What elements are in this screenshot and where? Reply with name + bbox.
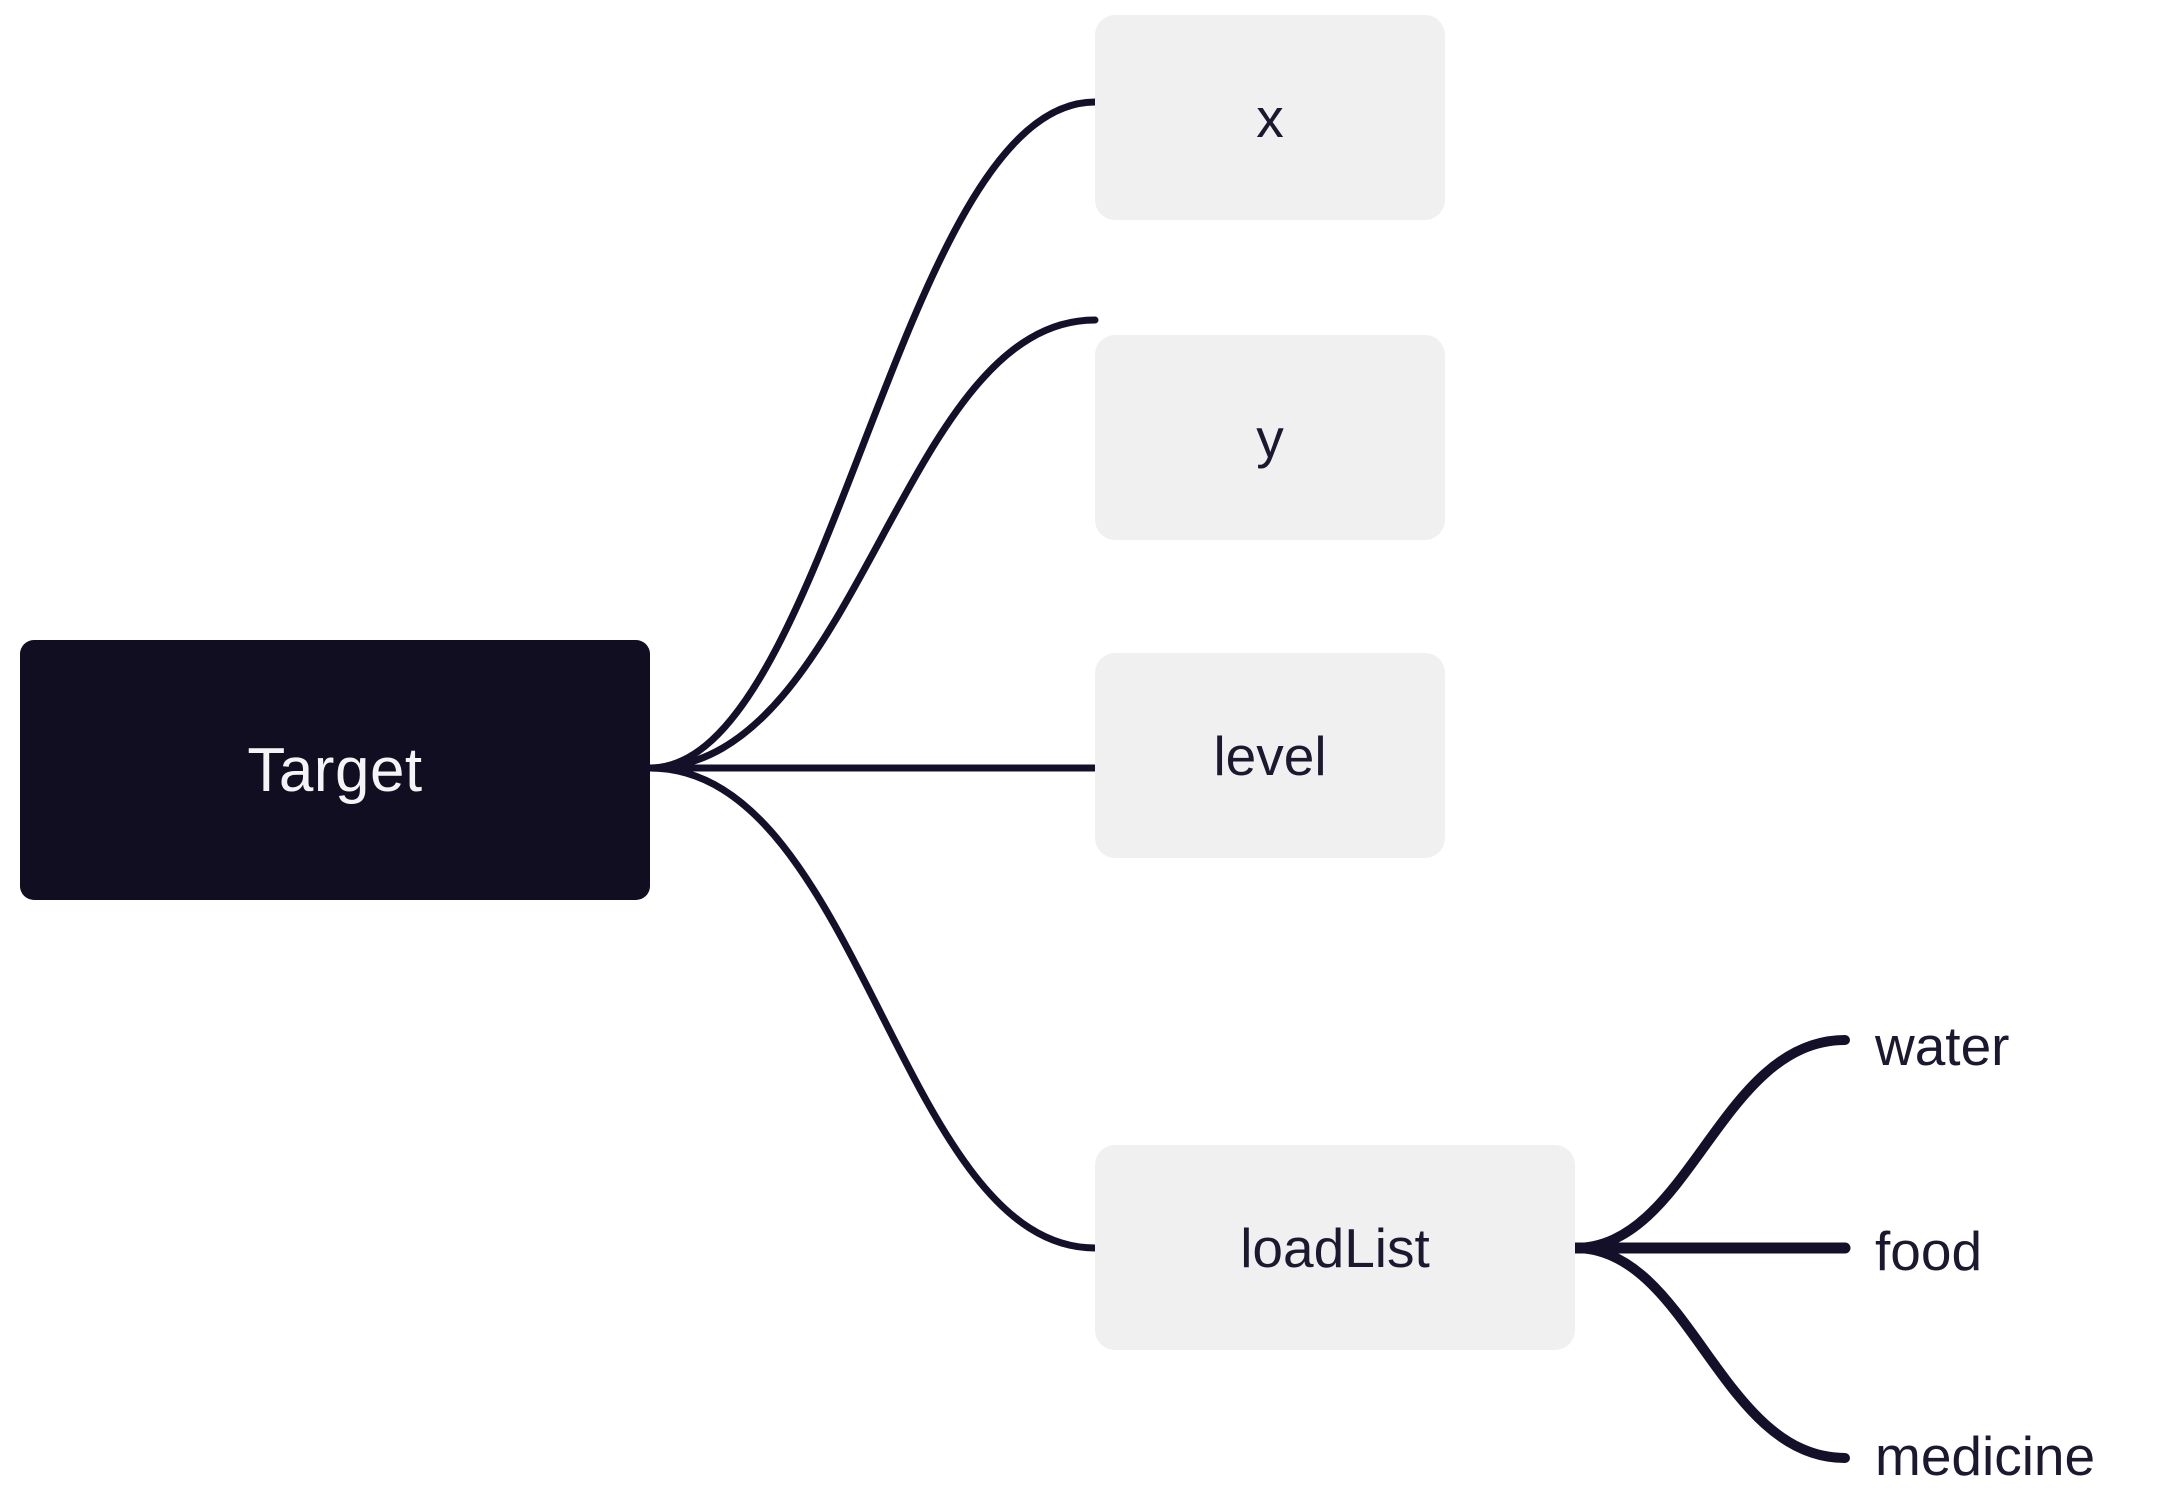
node-food-label: food xyxy=(1875,1220,1983,1282)
node-level[interactable]: level xyxy=(1095,653,1445,858)
edge-target-loadlist xyxy=(646,764,1099,1252)
node-x-label: x xyxy=(1256,86,1284,149)
edge-target-y xyxy=(646,316,1099,772)
node-loadlist[interactable]: loadList xyxy=(1095,1145,1575,1350)
node-y-label: y xyxy=(1256,406,1284,469)
node-x[interactable]: x xyxy=(1095,15,1445,220)
node-medicine[interactable]: medicine xyxy=(1875,1420,2159,1492)
node-target[interactable]: Target xyxy=(20,640,650,900)
node-level-label: level xyxy=(1213,724,1327,787)
edge-loadlist-water xyxy=(1570,1035,1850,1253)
edge-target-x xyxy=(646,98,1099,772)
node-food[interactable]: food xyxy=(1875,1215,2155,1287)
node-loadlist-label: loadList xyxy=(1240,1216,1430,1279)
node-medicine-label: medicine xyxy=(1875,1425,2096,1487)
node-target-label: Target xyxy=(247,735,423,805)
node-water[interactable]: water xyxy=(1875,1010,2155,1082)
edge-loadlist-medicine xyxy=(1570,1243,1850,1463)
node-water-label: water xyxy=(1875,1015,2010,1077)
node-y[interactable]: y xyxy=(1095,335,1445,540)
